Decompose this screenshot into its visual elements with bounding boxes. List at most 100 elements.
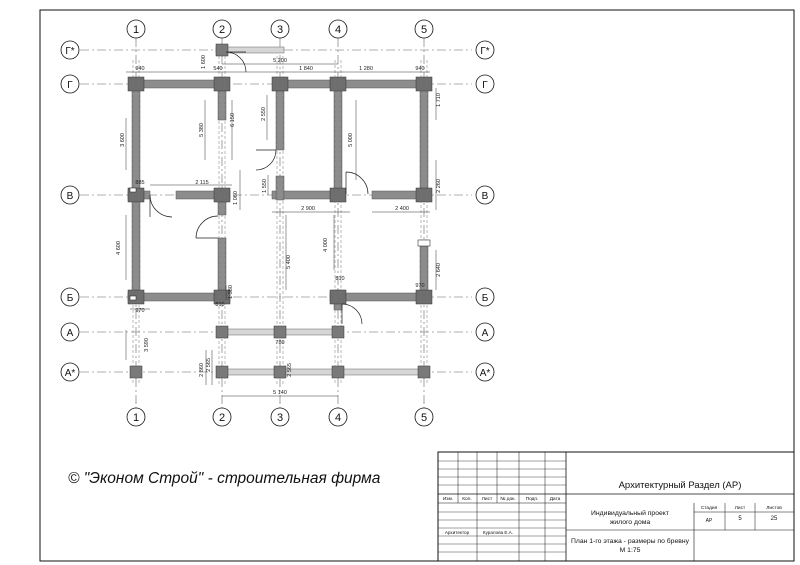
axis-bubble bbox=[475, 362, 495, 382]
dim-970-right: 970 bbox=[415, 283, 424, 289]
dim-5200: 5 200 bbox=[273, 58, 287, 64]
tb-col-podp: Подп. bbox=[526, 496, 539, 502]
axis-label-col-2: 2 bbox=[219, 24, 225, 36]
axis-label-col-3: 3 bbox=[277, 24, 283, 36]
tb-col-doc: № док. bbox=[500, 496, 515, 502]
axis-bubble bbox=[60, 362, 80, 382]
dim-2550: 2 550 bbox=[261, 107, 267, 121]
axis-label-row: Б bbox=[67, 293, 74, 304]
axis-bubble bbox=[475, 287, 495, 307]
axis-bubble bbox=[475, 322, 495, 342]
sheets-label: Листов bbox=[766, 505, 782, 511]
row-bubbles bbox=[60, 40, 495, 382]
dim-1840: 1 840 bbox=[299, 66, 313, 72]
dim-4000: 4 000 bbox=[323, 238, 329, 252]
dim-1280: 1 280 bbox=[359, 66, 373, 72]
dim-540: 540 bbox=[213, 66, 222, 72]
dim-2860: 2 860 bbox=[199, 363, 205, 377]
axis-label-row: В bbox=[67, 191, 74, 202]
windows bbox=[129, 187, 431, 301]
axis-label-row: А bbox=[67, 328, 74, 339]
axis-bubble bbox=[60, 74, 80, 94]
dim-3600: 3 600 bbox=[120, 133, 126, 147]
axis-bubble bbox=[60, 40, 80, 60]
dim-5380: 5 380 bbox=[199, 123, 205, 137]
post-columns bbox=[132, 56, 428, 385]
dim-2400: 2 400 bbox=[395, 206, 409, 212]
title-block bbox=[437, 451, 795, 562]
axis-label-col-2: 2 bbox=[219, 412, 225, 424]
axis-bubble bbox=[60, 185, 80, 205]
sheet-frame bbox=[39, 9, 795, 562]
axis-label-row: Б bbox=[482, 293, 489, 304]
dim-1710: 1 710 bbox=[436, 93, 442, 107]
axis-label-row: Г* bbox=[480, 46, 489, 57]
drawing-title-line-2: М 1:75 bbox=[620, 547, 641, 554]
column-bubbles-bottom bbox=[126, 407, 434, 427]
axis-label-col-1: 1 bbox=[133, 24, 139, 36]
dim-2640: 2 640 bbox=[436, 263, 442, 277]
tb-col-izm: Изм. bbox=[443, 496, 453, 502]
stage-label: Стадия bbox=[701, 505, 718, 511]
dim-2115: 2 115 bbox=[195, 180, 208, 186]
stage-value: АР bbox=[706, 518, 713, 524]
dim-940-right: 940 bbox=[415, 66, 424, 72]
dim-5400: 5 400 bbox=[286, 255, 292, 269]
axis-bubble bbox=[126, 19, 146, 39]
dim-3590: 3 590 bbox=[144, 338, 150, 352]
dim-885: 885 bbox=[135, 180, 144, 186]
sheet-value: 5 bbox=[738, 516, 742, 522]
sheets-value: 25 bbox=[771, 516, 778, 522]
dim-2565: 2 565 bbox=[206, 358, 212, 372]
dim-1060: 1 060 bbox=[233, 191, 239, 205]
axis-label-row: А* bbox=[480, 368, 491, 379]
dim-2900: 2 900 bbox=[301, 206, 315, 212]
dim-5000: 5 000 bbox=[348, 133, 354, 147]
drawing-title-line-1: План 1-го этажа - размеры по бревну bbox=[571, 537, 690, 545]
axis-bubble bbox=[328, 407, 348, 427]
axis-bubble bbox=[60, 322, 80, 342]
axis-label-col-4: 4 bbox=[335, 412, 341, 424]
project-name-line-2: жилого дома bbox=[610, 519, 651, 526]
company-copyright: © "Эконом Строй" - строительная фирма bbox=[68, 470, 381, 487]
axis-bubble bbox=[475, 74, 495, 94]
dim-5140: 5 140 bbox=[273, 390, 287, 396]
axis-bubble bbox=[212, 19, 232, 39]
axis-bubble bbox=[414, 407, 434, 427]
dim-4600: 4 600 bbox=[116, 241, 122, 255]
axis-label-row: А bbox=[482, 328, 489, 339]
axis-bubble bbox=[475, 185, 495, 205]
sheet-label: Лист bbox=[735, 505, 746, 511]
dim-6150: 6 150 bbox=[230, 113, 236, 127]
dim-1380: 1 380 bbox=[228, 285, 234, 299]
dim-940-left: 940 bbox=[135, 66, 144, 72]
axis-bubble bbox=[270, 407, 290, 427]
tb-col-list: Лист bbox=[482, 496, 493, 502]
axis-label-col-4: 4 bbox=[335, 24, 341, 36]
axis-label-row: Г* bbox=[65, 46, 74, 57]
dim-810-low: 810 bbox=[215, 302, 224, 308]
dim-2260: 2 260 bbox=[436, 179, 442, 193]
axis-label-row: В bbox=[482, 191, 489, 202]
architect-name: Куралова Е.А. bbox=[483, 530, 513, 535]
axis-bubble bbox=[212, 407, 232, 427]
axis-label-row: А* bbox=[65, 368, 76, 379]
column-bubbles-top bbox=[126, 19, 434, 39]
axis-bubble bbox=[270, 19, 290, 39]
axis-bubble bbox=[414, 19, 434, 39]
log-ends bbox=[127, 76, 433, 305]
doors bbox=[149, 51, 369, 325]
role-architect: Архитектор bbox=[445, 530, 470, 535]
axis-label-col-5: 5 bbox=[421, 412, 427, 424]
dim-1550: 1 550 bbox=[262, 179, 268, 193]
axis-bubble bbox=[328, 19, 348, 39]
axis-label-col-3: 3 bbox=[277, 412, 283, 424]
dim-1600: 1 600 bbox=[201, 55, 207, 69]
dim-2565b: 2 565 bbox=[287, 363, 293, 377]
dim-810-mid: 810 bbox=[335, 276, 344, 282]
axis-label-col-5: 5 bbox=[421, 24, 427, 36]
project-name-line-1: Индивидуальный проект bbox=[591, 509, 669, 517]
dim-780: 780 bbox=[275, 340, 284, 346]
tb-col-kol: Кол. bbox=[462, 496, 472, 502]
